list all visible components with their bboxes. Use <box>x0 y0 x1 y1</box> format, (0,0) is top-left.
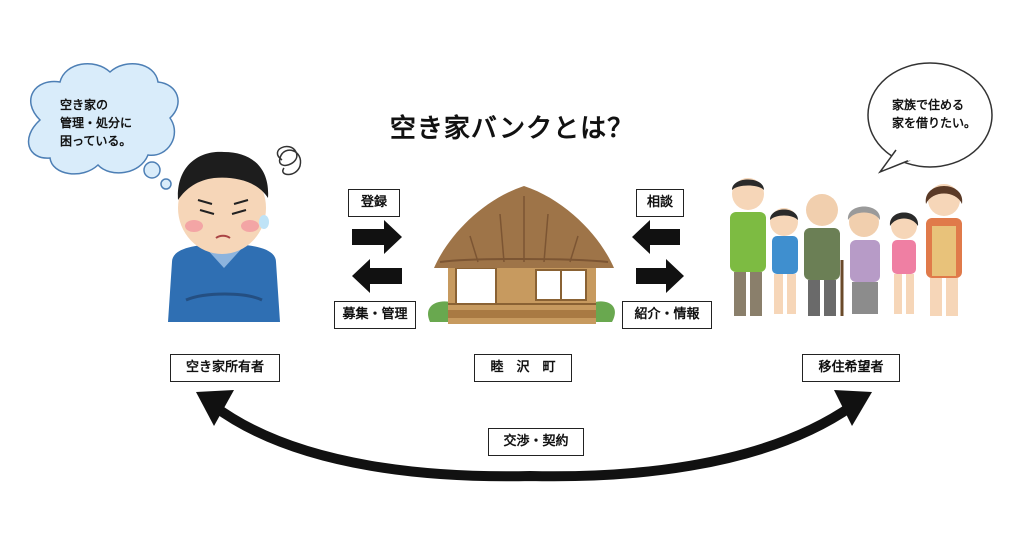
owner-thought-text: 空き家の 管理・処分に 困っている。 <box>60 96 132 150</box>
arrow-recruit <box>352 259 402 293</box>
seeker-speech-text: 家族で住める 家を借りたい。 <box>892 96 976 132</box>
speech-line: 家を借りたい。 <box>892 116 977 130</box>
seeker-label: 移住希望者 <box>802 354 900 382</box>
arrow-register <box>352 220 402 254</box>
arrow-consult <box>632 220 680 254</box>
speech-bubble <box>867 62 993 174</box>
thought-bubble <box>27 63 179 190</box>
negotiation-arc <box>196 390 872 482</box>
owner-label: 空き家所有者 <box>170 354 280 382</box>
town-label: 睦 沢 町 <box>474 354 572 382</box>
thought-line: 管理・処分に <box>60 116 133 130</box>
thought-line: 困っている。 <box>60 134 132 148</box>
family-illustration <box>730 178 963 316</box>
speech-line: 家族で住める <box>892 98 965 112</box>
introduce-info-label: 紹介・情報 <box>622 301 712 329</box>
consult-label: 相談 <box>636 189 684 217</box>
house-illustration <box>427 186 615 324</box>
register-label: 登録 <box>348 189 400 217</box>
recruit-manage-label: 募集・管理 <box>334 301 416 329</box>
thought-line: 空き家の <box>60 98 109 112</box>
negotiate-contract-label: 交渉・契約 <box>488 428 584 456</box>
diagram-title: 空き家バンクとは？ <box>389 114 635 144</box>
arrow-introduce <box>636 259 684 293</box>
owner-illustration <box>168 145 302 322</box>
